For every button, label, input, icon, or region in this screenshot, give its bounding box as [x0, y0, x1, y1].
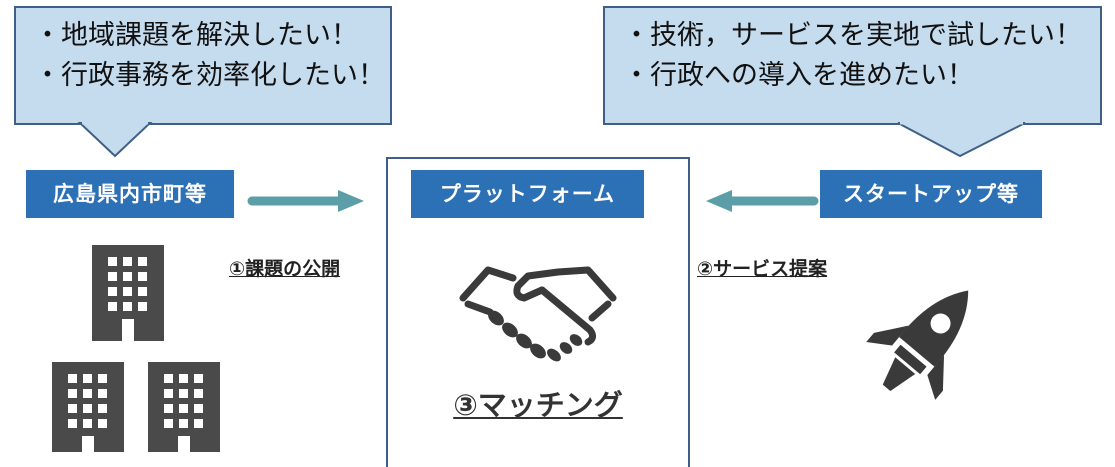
- municipal-callout-tail: [77, 121, 153, 158]
- office-building-icon: [92, 245, 164, 341]
- startup-tag: スタートアップ等: [820, 170, 1042, 218]
- office-building-icon: [52, 362, 124, 452]
- startup-need-line: ・行政への導入を進めたい！: [623, 60, 974, 91]
- startup-callout-tail: [897, 121, 1026, 158]
- handshake-icon: [459, 266, 617, 362]
- propose-arrow: [706, 190, 819, 212]
- step-matching-label: ③マッチング: [453, 388, 623, 422]
- startup-needs-callout: ・技術，サービスを実地で試したい！ ・行政への導入を進めたい！: [603, 6, 1102, 125]
- step-publish-label: ①課題の公開: [229, 258, 341, 280]
- municipal-needs-callout: ・地域課題を解決したい！ ・行政事務を効率化したい！: [14, 6, 392, 125]
- municipal-tag: 広島県内市町等: [26, 170, 234, 218]
- office-building-icon: [148, 362, 220, 452]
- step-propose-label: ②サービス提案: [697, 258, 828, 280]
- publish-arrow: [247, 190, 364, 212]
- municipal-need-line: ・行政事務を効率化したい！: [34, 60, 385, 91]
- platform-tag: プラットフォーム: [411, 170, 644, 218]
- municipal-need-line: ・地域課題を解決したい！: [34, 20, 358, 51]
- platform-frame: [386, 157, 690, 467]
- startup-need-line: ・技術，サービスを実地で試したい！: [623, 20, 1082, 51]
- rocket-icon: [866, 290, 969, 400]
